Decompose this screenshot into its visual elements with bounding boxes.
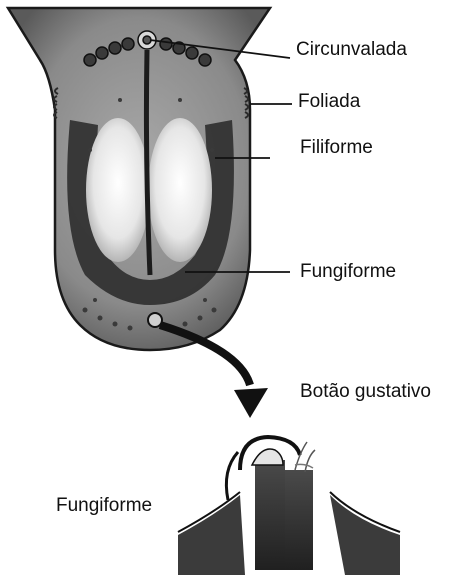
tongue [8, 8, 270, 350]
label-circunvalada: Circunvalada [296, 40, 407, 59]
papilla-stalk-left [255, 460, 285, 570]
highlighted-fungiform-papilla [148, 313, 162, 327]
right-light-lobe [148, 118, 212, 262]
label-botao-gustativo: Botão gustativo [300, 382, 431, 401]
label-filiforme: Filiforme [300, 138, 373, 157]
left-light-lobe [86, 118, 150, 262]
papilla-stalk-right [285, 470, 313, 570]
label-foliada: Foliada [298, 92, 360, 111]
taste-bud-cap [252, 449, 283, 465]
label-fungiforme-top: Fungiforme [300, 262, 396, 281]
label-fungiforme-bottom: Fungiforme [56, 496, 152, 515]
taste-bud-illustration [178, 437, 400, 575]
